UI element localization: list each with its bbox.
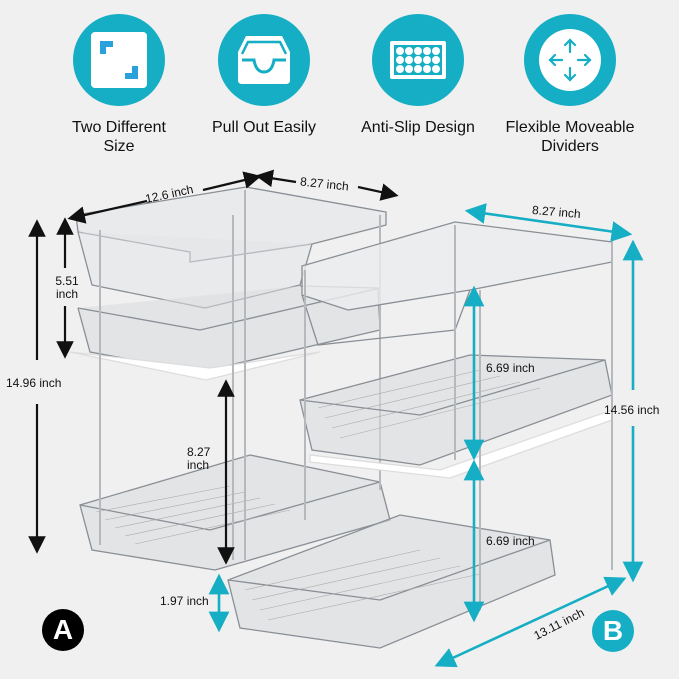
dimension-lines-b: [208, 203, 644, 668]
move-arrows-icon: [524, 14, 616, 106]
feature-label: Pull Out Easily: [189, 118, 339, 137]
feature-label-line1: Pull Out Easily: [211, 119, 317, 136]
dim-a-total-height: 14.96 inch: [6, 376, 62, 390]
feature-pull-out: Pull Out Easily: [189, 14, 339, 137]
feature-label-line2: Size: [103, 138, 135, 155]
feature-label: Two Different Size: [44, 118, 194, 156]
dim-a-top-tier-unit: inch: [55, 287, 78, 301]
dim-a-foot-gap: 1.97 inch: [160, 594, 209, 608]
dim-a-bottom-tier-value: 8.27: [187, 445, 211, 459]
feature-label-line1: Two Different: [72, 119, 166, 136]
dim-a-top-tier-height: 5.51 inch: [55, 275, 79, 301]
feature-label: Anti-Slip Design: [343, 118, 493, 137]
dim-b-top-tier-height: 6.69 inch: [486, 361, 535, 375]
drawer-tray-icon: [218, 14, 310, 106]
badge-a: A: [42, 609, 84, 651]
dimension-lines-a: [28, 169, 399, 565]
feature-label-line1: Flexible Moveable: [505, 119, 635, 136]
dim-a-bottom-tier-unit: inch: [187, 458, 210, 472]
feature-anti-slip: Anti-Slip Design: [343, 14, 493, 137]
feature-label-line2: Dividers: [541, 138, 599, 155]
feature-label-line1: Anti-Slip Design: [361, 119, 475, 136]
badge-b: B: [592, 610, 634, 652]
organizer-a: [69, 186, 391, 571]
feature-label: Flexible Moveable Dividers: [495, 118, 645, 156]
dim-b-bottom-tier-height: 6.69 inch: [486, 534, 535, 548]
dim-a-bottom-tier-height: 8.27 inch: [187, 446, 210, 472]
feature-moveable-dividers: Flexible Moveable Dividers: [495, 14, 645, 156]
feature-two-sizes: Two Different Size: [44, 14, 194, 156]
feature-row: Two Different Size Pull Out Easily: [0, 0, 679, 170]
dim-a-top-tier-value: 5.51: [55, 274, 79, 288]
dim-b-total-height: 14.56 inch: [604, 403, 660, 417]
resize-corners-icon: [73, 14, 165, 106]
anti-slip-dots-icon: [372, 14, 464, 106]
